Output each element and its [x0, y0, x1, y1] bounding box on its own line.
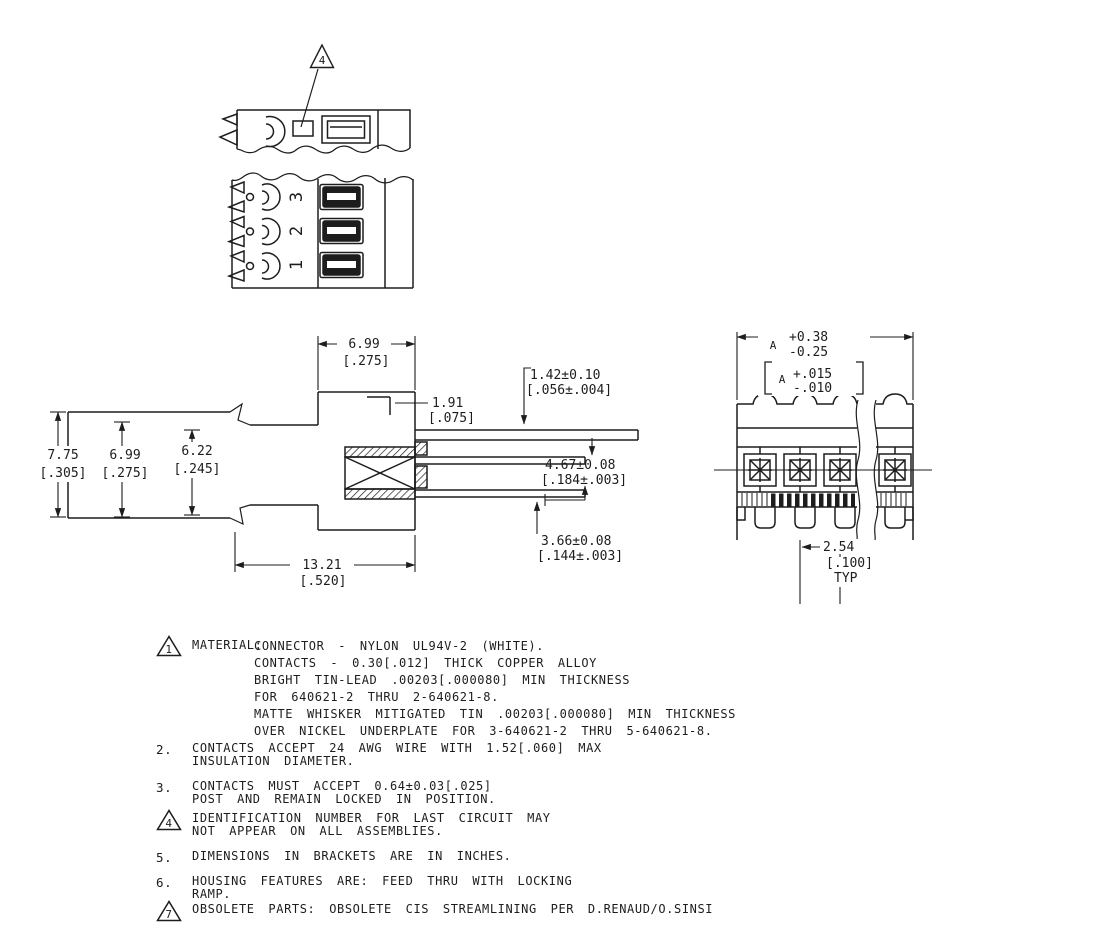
- note-6-text: HOUSING FEATURES ARE: FEED THRU WITH LOC…: [192, 874, 573, 901]
- dim-wall-inch: [.056±.004]: [526, 383, 612, 398]
- slot-inner: [326, 120, 366, 139]
- dim-height-body-inch: [.275]: [102, 466, 149, 481]
- svg-text:1: 1: [165, 643, 172, 656]
- dim-post-upper: [544, 438, 596, 506]
- break-mark: [229, 402, 251, 426]
- hatch-wall: [414, 441, 428, 456]
- dim-height-opening-inch: [.245]: [174, 462, 221, 477]
- note-flag-triangle-icon: 4: [156, 809, 182, 831]
- dim-post-upper-mm: 4.67±0.08: [545, 458, 615, 473]
- dim-post-lower-mm: 3.66±0.08: [541, 534, 611, 549]
- note4-flag-icon: [300, 43, 335, 128]
- dim-post-upper-inch: [.184±.003]: [541, 473, 627, 488]
- note-4-text: IDENTIFICATION NUMBER FOR LAST CIRCUIT M…: [192, 811, 551, 838]
- dim-block-width-inch: [.275]: [343, 354, 390, 369]
- note-7: 7 OBSOLETE PARTS: OBSOLETE CIS STREAMLIN…: [156, 900, 714, 922]
- note-flag-triangle-icon: 7: [156, 900, 182, 922]
- crimp-hook: [265, 115, 286, 148]
- detail-break-line: [236, 144, 411, 154]
- slot-outer: [321, 115, 371, 144]
- detail-view: [218, 43, 411, 154]
- svg-text:4: 4: [165, 817, 172, 830]
- front-view: [714, 393, 932, 541]
- note-6-marker: 6.: [156, 875, 173, 890]
- post-slot: [319, 183, 364, 211]
- dim-height-overall-mm: 7.75: [47, 448, 78, 463]
- break-line: [855, 399, 861, 541]
- note-flag-triangle-icon: 1: [156, 635, 182, 657]
- note-5-text: DIMENSIONS IN BRACKETS ARE IN INCHES.: [192, 849, 512, 863]
- hatch-wall: [414, 465, 428, 489]
- note-7-text: OBSOLETE PARTS: OBSOLETE CIS STREAMLININ…: [192, 902, 714, 916]
- position-label-2: 2: [287, 226, 307, 236]
- note-1-marker: 1: [156, 635, 192, 657]
- dim-width-tol-plus-inch: +.015: [793, 367, 832, 382]
- note-1-label: MATERIAL:: [192, 638, 263, 652]
- crimp-barb: [218, 128, 238, 147]
- detail-outline: [237, 109, 411, 148]
- note-2-marker: 2.: [156, 742, 173, 757]
- dim-width-tol-minus-mm: -0.25: [789, 345, 828, 360]
- note-4-marker: 4: [156, 809, 192, 831]
- contact-opening: [823, 447, 857, 492]
- crimp-contact: [226, 215, 281, 248]
- contact-opening: [878, 447, 912, 492]
- dim-wall: [520, 367, 531, 425]
- note-2: 2. CONTACTS ACCEPT 24 AWG WIRE WITH 1.52…: [156, 742, 602, 768]
- dim-height-overall-inch: [.305]: [40, 466, 87, 481]
- dim-height-body-mm: 6.99: [109, 448, 140, 463]
- dim-pitch-inch: [.100]: [826, 556, 873, 571]
- position-label-1: 1: [287, 260, 307, 270]
- svg-text:7: 7: [165, 908, 172, 921]
- note-1: 1 MATERIAL: CONNECTOR - NYLON UL94V-2 (W…: [156, 635, 737, 740]
- dim-latch-step-inch: [.075]: [428, 411, 475, 426]
- dim-wall-mm: 1.42±0.10: [530, 368, 600, 383]
- dim-block-width-mm: 6.99: [348, 337, 379, 352]
- dim-length-overall-inch: [.520]: [300, 574, 347, 589]
- dim-pitch-mm: 2.54: [823, 540, 854, 555]
- dim-latch-step-mm: 1.91: [432, 396, 463, 411]
- note-3-text: CONTACTS MUST ACCEPT 0.64±0.03[.025] POS…: [192, 779, 496, 806]
- dim-pitch-qualifier: TYP: [834, 571, 858, 586]
- note-7-marker: 7: [156, 900, 192, 922]
- dim-post-lower-inch: [.144±.003]: [537, 549, 623, 564]
- note-4: 4 IDENTIFICATION NUMBER FOR LAST CIRCUIT…: [156, 809, 551, 838]
- note-2-text: CONTACTS ACCEPT 24 AWG WIRE WITH 1.52[.0…: [192, 741, 602, 768]
- note-6: 6. HOUSING FEATURES ARE: FEED THRU WITH …: [156, 875, 572, 901]
- plan-break-line: [231, 172, 414, 184]
- crimp-contact: [226, 180, 281, 214]
- note-5: 5. DIMENSIONS IN BRACKETS ARE IN INCHES.: [156, 849, 512, 866]
- plan-view: [226, 172, 414, 289]
- note-1-text: CONNECTOR - NYLON UL94V-2 (WHITE). CONTA…: [254, 639, 737, 738]
- note-3: 3. CONTACTS MUST ACCEPT 0.64±0.03[.025] …: [156, 780, 496, 806]
- contact-opening: [783, 447, 817, 492]
- note-3-marker: 3.: [156, 780, 173, 795]
- detail-flag-number: 4: [319, 54, 326, 67]
- mounting-legs: [736, 507, 914, 529]
- engineering-drawing-canvas: 4: [39, 43, 932, 604]
- rib-band: [741, 493, 907, 507]
- crimp-hook-inner: [265, 123, 275, 140]
- contact-opening: [743, 447, 777, 492]
- break-mark: [229, 504, 251, 526]
- position-label-3: 3: [287, 192, 307, 202]
- dim-height-opening-mm: 6.22: [181, 444, 212, 459]
- dim-width-tol-ref-inch: A: [779, 373, 786, 386]
- dim-width-tol-minus-inch: -.010: [793, 381, 832, 396]
- crimp-barb: [220, 112, 238, 127]
- post-slot: [319, 251, 364, 279]
- crimp-contact: [226, 249, 281, 283]
- break-line: [873, 399, 879, 541]
- note-5-marker: 5.: [156, 850, 173, 865]
- dim-width-tol-ref: A: [770, 339, 777, 352]
- tol-brackets: [764, 361, 864, 395]
- dim-length-overall-mm: 13.21: [302, 558, 341, 573]
- post-slot: [319, 217, 364, 245]
- dim-width-tol-plus-mm: +0.38: [789, 330, 828, 345]
